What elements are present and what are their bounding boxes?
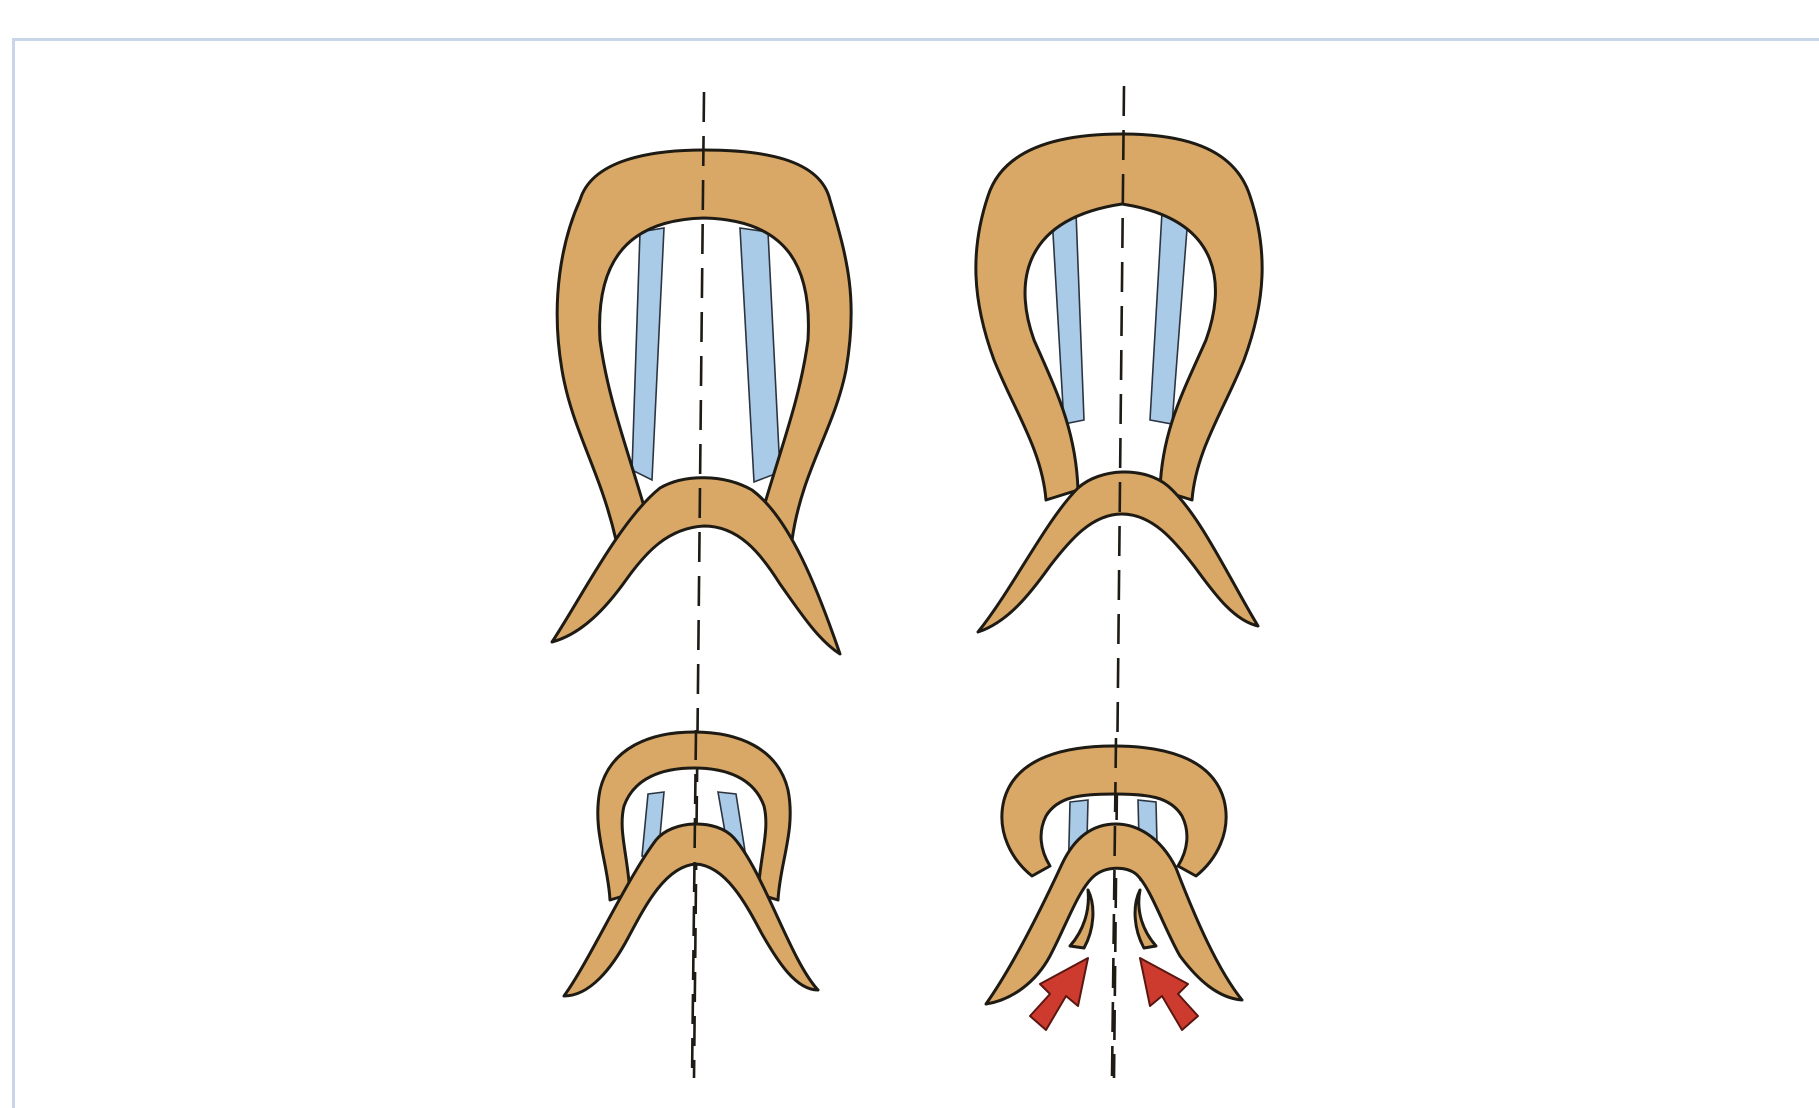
ligament-left [632, 228, 664, 480]
chevron-bone [978, 472, 1258, 632]
midline-top-right [1114, 86, 1124, 1078]
panel-top-left [552, 92, 851, 1078]
panel-bottom-left [564, 730, 818, 1078]
cap-bone [976, 134, 1262, 500]
panel-top-right [976, 86, 1262, 1078]
ligament-right [740, 228, 780, 482]
midline-top-left [694, 92, 704, 1078]
